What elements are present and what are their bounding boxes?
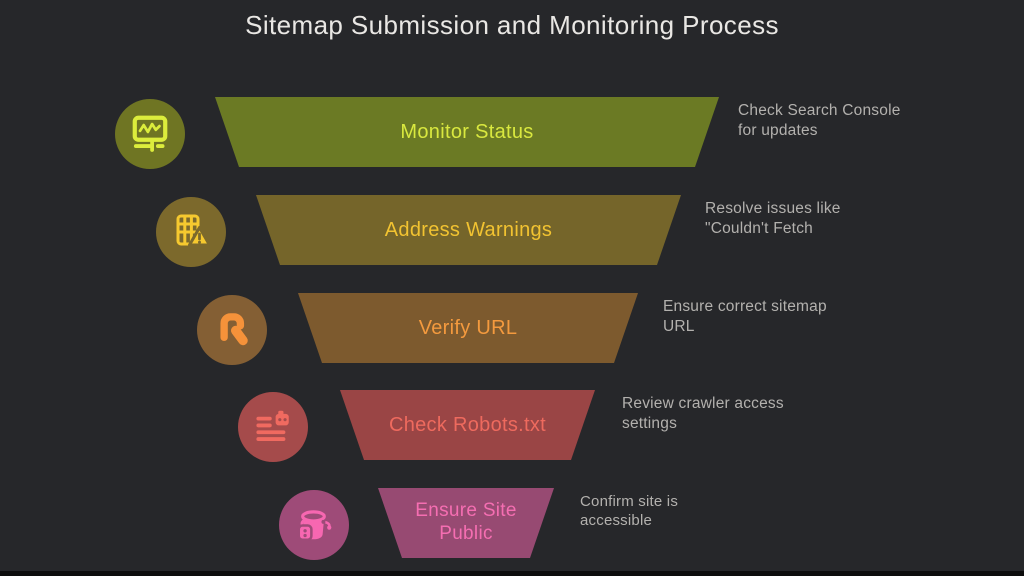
bucket-lock-icon	[297, 510, 332, 541]
step-note: Resolve issues like "Couldn't Fetch	[705, 200, 841, 237]
page-title: Sitemap Submission and Monitoring Proces…	[245, 10, 779, 40]
table-warning-icon	[176, 214, 211, 247]
step-note: Confirm site is accessible	[580, 493, 679, 530]
funnel-bar-monitor-status: Monitor Status	[209, 97, 725, 167]
funnel-step-label: Verify URL	[418, 317, 518, 339]
funnel-step-label: Ensure Site Public	[415, 500, 517, 544]
funnel-bar-ensure-public: Ensure Site Public	[372, 488, 560, 558]
step-note: Ensure correct sitemap URL	[663, 298, 827, 335]
url-inspect-icon	[220, 313, 248, 346]
activity-monitor-icon	[132, 115, 168, 152]
step-note: Review crawler access settings	[622, 395, 784, 432]
step-icon-badge	[115, 99, 185, 169]
step-icon-badge	[156, 197, 226, 267]
step-icon-badge	[197, 295, 267, 365]
funnel-step-label: Monitor Status	[400, 121, 534, 143]
bottom-border	[0, 571, 1024, 576]
funnel-bar-verify-url: Verify URL	[292, 293, 644, 363]
step-icon-badge	[238, 392, 308, 462]
step-note: Check Search Console for updates	[738, 102, 901, 139]
step-icon-badge	[279, 490, 349, 560]
funnel-step-label: Address Warnings	[384, 219, 553, 241]
funnel-bar-check-robots: Check Robots.txt	[334, 390, 601, 460]
funnel-bar-address-warnings: Address Warnings	[250, 195, 687, 265]
robots-file-icon	[256, 410, 289, 441]
funnel-step-label: Check Robots.txt	[388, 414, 547, 436]
